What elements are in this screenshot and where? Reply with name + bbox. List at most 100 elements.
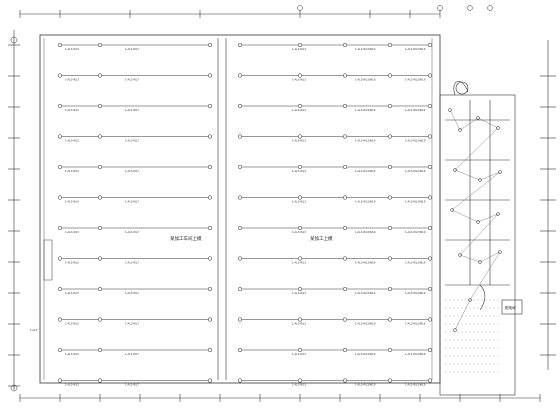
luminaire	[342, 378, 348, 383]
luminaire	[237, 286, 243, 292]
luminaire	[297, 195, 303, 200]
circuit-tag: 1-AL3-WL3	[292, 322, 306, 326]
circuit-tag: 1-AL3-WL3	[292, 291, 306, 295]
circuit-tag: 1-AL3-WL3/WL9	[355, 322, 376, 326]
office-annex	[439, 81, 523, 396]
circuit-tag: 1-AL3-WL3/WL9	[355, 47, 376, 51]
circuit-tag: 1-AL3-WL3	[65, 322, 79, 326]
luminaire	[297, 103, 303, 109]
luminaire	[237, 73, 243, 78]
luminaire	[207, 134, 213, 139]
wire	[454, 299, 471, 331]
luminaire	[387, 317, 393, 322]
luminaire	[387, 286, 393, 292]
circuit-tag: 1-AL3-WL3	[292, 139, 306, 143]
luminaire	[57, 195, 63, 200]
circuit-tag: 1-AL3-WL7	[125, 352, 139, 356]
building-outline	[39, 34, 441, 384]
circuit-tag: 1-AL3-WL3/WL9	[405, 322, 426, 326]
luminaire	[97, 195, 103, 200]
luminaire	[427, 286, 433, 292]
circuit-tag: 1-AL3-WL3/WL9	[355, 352, 376, 356]
grid-bubble	[10, 36, 18, 44]
luminaire	[342, 164, 348, 170]
luminaire	[427, 256, 433, 261]
luminaire	[427, 103, 433, 109]
luminaire	[427, 347, 433, 353]
circuit-tag: 1-AL3-WL3	[65, 47, 79, 51]
wire	[469, 251, 501, 301]
luminaire	[297, 225, 303, 231]
circuit-tag: 1-AL3-WL3/WL9	[355, 169, 376, 173]
circuit-tag: 1-AL3-WL3/WL9	[355, 108, 376, 112]
wire	[479, 171, 501, 181]
wire	[454, 169, 481, 181]
luminaire	[207, 164, 213, 170]
luminaire	[297, 317, 303, 322]
circuit-tag: 1-AL3-WL3/WL9	[405, 139, 426, 143]
circuit-tag: 1-AL3-WL3	[65, 139, 79, 143]
circuit-tag: 1-AL3-WL3	[65, 78, 79, 82]
luminaire	[207, 73, 213, 78]
luminaire	[297, 347, 303, 353]
circuit-tag: 1-AL3-WL3	[65, 230, 79, 234]
circuit-tag: 1-AL3-WL3	[292, 47, 306, 51]
circuit-tag: 1-AL3-WL3/WL9	[355, 261, 376, 265]
circuit-tag: 1-AL3-WL3	[65, 169, 79, 173]
circuit-tag: 1-AL3-WL7	[125, 383, 139, 387]
luminaire	[297, 256, 303, 261]
circuit-tag: 1-AL3-WL3	[292, 108, 306, 112]
luminaire	[97, 225, 103, 231]
luminaire	[427, 42, 433, 48]
luminaire	[57, 378, 63, 383]
luminaire	[207, 347, 213, 353]
luminaire	[97, 317, 103, 322]
luminaire	[342, 134, 348, 139]
luminaire	[387, 195, 393, 200]
luminaire	[237, 225, 243, 231]
luminaire	[297, 42, 303, 48]
circuit-tag: 1-AL3-WL3/WL9	[355, 291, 376, 295]
wire	[449, 109, 461, 131]
hall-label-west: 某加工车间上模	[170, 235, 202, 242]
luminaire	[207, 103, 213, 109]
luminaire	[387, 134, 393, 139]
circuit-tag: 1-AL3-WL3/WL9	[355, 200, 376, 204]
circuit-tag: 1-AL3-WL7	[125, 78, 139, 82]
luminaire	[97, 378, 103, 383]
wire	[454, 127, 499, 171]
luminaire	[97, 286, 103, 292]
wire	[459, 254, 481, 263]
luminaire	[57, 164, 63, 170]
luminaire	[297, 286, 303, 292]
grid-bubble	[437, 5, 443, 11]
luminaire	[342, 317, 348, 322]
circuit-tag: 1-AL3-WL7	[125, 261, 139, 265]
luminaire	[427, 378, 433, 383]
luminaire	[237, 134, 243, 139]
wire	[451, 209, 479, 223]
circuit-tag: 1-AL3-WL3/WL9	[355, 78, 376, 82]
luminaire	[342, 73, 348, 78]
circuit-tag: 1-AL3-WL3/WL9	[405, 108, 426, 112]
circuit-tag: 1-AL3-WL7	[125, 230, 139, 234]
luminaire	[57, 73, 63, 78]
luminaire	[207, 42, 213, 48]
left-grid-axis	[8, 36, 20, 392]
luminaire	[207, 378, 213, 383]
circuit-tag: 1-AL3-WL3	[65, 261, 79, 265]
luminaire	[342, 225, 348, 231]
circuit-tag: 1-AL3-WL3/WL9	[405, 230, 426, 234]
circuit-tag: 1-AL3-WL3	[292, 200, 306, 204]
luminaire	[342, 42, 348, 48]
circuit-tag: 1-AL3-WL3/WL9	[405, 200, 426, 204]
luminaire	[297, 73, 303, 78]
circuit-tag: 1-AL3-WL3	[292, 261, 306, 265]
luminaire	[387, 256, 393, 261]
luminaire	[57, 317, 63, 322]
lighting-circuits: 1-AL3-WL3 1-AL3-WL7 1-AL3-WL3 1-AL3-WL3/WL9…	[30, 42, 433, 387]
circuit-tag: 1-AL3-WL7	[125, 139, 139, 143]
luminaire	[387, 225, 393, 231]
annex-wiring	[445, 108, 502, 373]
wire	[477, 117, 499, 129]
